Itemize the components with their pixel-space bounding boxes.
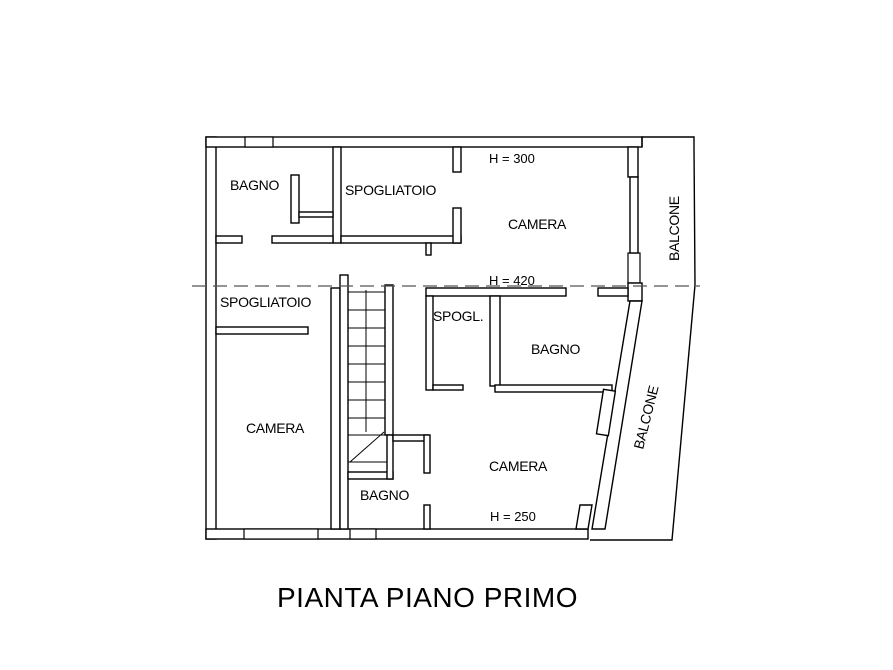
- wall-stair-right: [384, 284, 394, 436]
- wall-bagno-center-left: [489, 295, 501, 387]
- wall-bagno-bottom-top: [347, 471, 394, 480]
- windows: [243, 136, 641, 540]
- room-label-spogliatoio-left: SPOGLIATOIO: [220, 294, 312, 310]
- wall-spogliatoio-right-top: [452, 146, 462, 173]
- wall-left: [205, 136, 217, 540]
- height-label-middle: H = 420: [489, 273, 535, 288]
- wall-spogliatoio-right-bottom: [452, 207, 462, 244]
- room-label-spogliatoio-top: SPOGLIATOIO: [345, 182, 437, 198]
- wall-bagno-inner-h: [298, 211, 334, 218]
- wall-camera-right: [629, 176, 639, 254]
- window-right: [627, 252, 641, 284]
- internal-walls: [215, 146, 643, 530]
- plan-title: PIANTA PIANO PRIMO: [277, 582, 578, 613]
- wall-bagno-bottom-b: [271, 235, 334, 244]
- room-label-balcone-right: BALCONE: [630, 384, 661, 451]
- outer-walls: [205, 136, 696, 541]
- room-label-camera-left: CAMERA: [246, 420, 305, 436]
- balcony-outline-right: [590, 284, 696, 541]
- wall-spogliatoio-bottom: [340, 235, 462, 244]
- wall-bagno-bottom-right: [423, 504, 431, 530]
- wall-slanted-right: [591, 300, 643, 530]
- room-label-camera-bottom: CAMERA: [489, 458, 548, 474]
- window-bottom-left: [243, 528, 319, 540]
- window-slanted: [595, 388, 617, 437]
- wall-slanted-stub: [575, 504, 593, 530]
- window-bottom-mid: [349, 528, 377, 540]
- wall-camera-right-top: [627, 146, 639, 178]
- room-label-bagno-top-left: BAGNO: [230, 177, 279, 193]
- wall-spogl-bottom: [432, 384, 464, 391]
- room-label-spogl: SPOGL.: [433, 308, 483, 324]
- height-labels: H = 300 H = 420 H = 250: [489, 151, 536, 524]
- wall-stub: [425, 242, 432, 256]
- window-top: [244, 136, 274, 148]
- wall-spogliatoio-left-bottom: [215, 326, 309, 335]
- height-label-bottom: H = 250: [490, 509, 536, 524]
- balcony-outline-top: [641, 136, 696, 286]
- wall-spogl-left: [425, 295, 434, 391]
- wall-stair-left: [339, 274, 349, 530]
- slanted-walls: [575, 300, 643, 530]
- wall-bagno-bottom-top-v: [386, 434, 394, 480]
- staircase: [348, 290, 387, 463]
- wall-bagno-bottom-right-top: [423, 434, 431, 474]
- wall-camera-left-right: [330, 287, 341, 530]
- wall-bagno-spogliatoio: [332, 146, 342, 244]
- height-label-top: H = 300: [489, 151, 535, 166]
- room-label-balcone-top: BALCONE: [666, 196, 682, 261]
- wall-mid-horizontal: [425, 287, 567, 297]
- room-label-bagno-center: BAGNO: [531, 341, 580, 357]
- wall-bagno-bottom-a: [215, 235, 243, 244]
- wall-bottom: [205, 528, 589, 540]
- wall-bagno-bottom-top-h: [392, 434, 429, 442]
- room-label-bagno-bottom: BAGNO: [360, 487, 409, 503]
- wall-bagno-center-bottom: [494, 384, 613, 393]
- wall-mid-horizontal-b: [597, 287, 629, 297]
- stair-diagonal: [349, 431, 385, 463]
- room-label-camera-top-right: CAMERA: [508, 216, 567, 232]
- wall-bagno-inner: [290, 174, 300, 224]
